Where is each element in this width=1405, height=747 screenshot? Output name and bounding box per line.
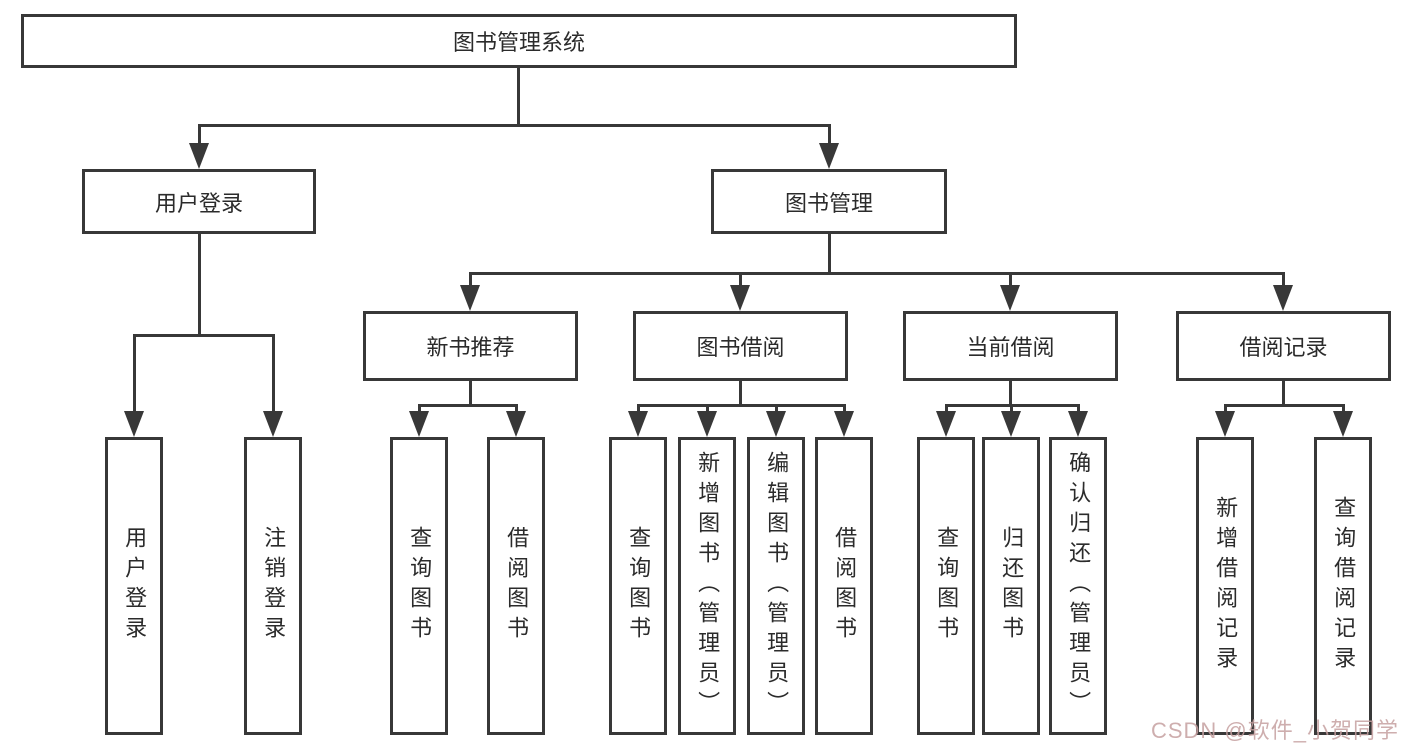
watermark: CSDN @软件_小贺同学: [1150, 718, 1399, 743]
arrowhead-down-icon: [766, 411, 786, 437]
connector-line: [1009, 272, 1012, 290]
connector-line: [1282, 272, 1285, 290]
node-query-borrow-record: 查询借阅记录: [1314, 437, 1372, 735]
connector-line: [517, 68, 520, 127]
connector-line: [133, 334, 275, 337]
connector-line: [843, 404, 846, 416]
node-logout: 注销登录: [244, 437, 302, 735]
node-add-borrow-record: 新增借阅记录: [1196, 437, 1254, 735]
arrowhead-down-icon: [189, 143, 209, 169]
connector-line: [418, 404, 518, 407]
arrowhead-down-icon: [936, 411, 956, 437]
arrowhead-down-icon: [1333, 411, 1353, 437]
connector-line: [945, 404, 948, 416]
connector-line: [469, 381, 472, 407]
connector-line: [828, 234, 831, 275]
arrowhead-down-icon: [730, 285, 750, 311]
connector-line: [469, 272, 472, 290]
node-book-management: 图书管理: [711, 169, 947, 234]
connector-line: [1077, 404, 1080, 416]
node-current-borrow: 当前借阅: [903, 311, 1118, 381]
node-edit-books-admin: 编辑图书（管理员）: [747, 437, 805, 735]
connector-line: [739, 381, 742, 407]
connector-line: [198, 234, 201, 337]
connector-line: [469, 272, 1285, 275]
connector-line: [775, 404, 778, 416]
node-borrow-books-leaf: 借阅图书: [815, 437, 873, 735]
connector-line: [706, 404, 709, 416]
connector-line: [272, 334, 275, 416]
connector-line: [1282, 381, 1285, 407]
arrowhead-down-icon: [834, 411, 854, 437]
connector-line: [1009, 381, 1012, 407]
connector-line: [637, 404, 846, 407]
node-book-management-system: 图书管理系统: [21, 14, 1017, 68]
connector-line: [198, 124, 201, 148]
connector-line: [1010, 404, 1013, 416]
node-book-borrow: 图书借阅: [633, 311, 848, 381]
arrowhead-down-icon: [506, 411, 526, 437]
node-borrow-records: 借阅记录: [1176, 311, 1391, 381]
node-new-book-recommend: 新书推荐: [363, 311, 578, 381]
arrowhead-down-icon: [1215, 411, 1235, 437]
connector-line: [1342, 404, 1345, 416]
connector-line: [637, 404, 640, 416]
node-query-books-current: 查询图书: [917, 437, 975, 735]
connector-line: [739, 272, 742, 290]
arrowhead-down-icon: [1001, 411, 1021, 437]
connector-line: [515, 404, 518, 416]
node-borrow-books-recommend: 借阅图书: [487, 437, 545, 735]
node-confirm-return-admin: 确认归还（管理员）: [1049, 437, 1107, 735]
arrowhead-down-icon: [819, 143, 839, 169]
node-query-books-borrow: 查询图书: [609, 437, 667, 735]
node-query-books-recommend: 查询图书: [390, 437, 448, 735]
arrowhead-down-icon: [1068, 411, 1088, 437]
arrowhead-down-icon: [628, 411, 648, 437]
connector-line: [198, 124, 831, 127]
arrowhead-down-icon: [1273, 285, 1293, 311]
node-return-books: 归还图书: [982, 437, 1040, 735]
arrowhead-down-icon: [697, 411, 717, 437]
node-user-login-leaf: 用户登录: [105, 437, 163, 735]
connector-line: [418, 404, 421, 416]
arrowhead-down-icon: [409, 411, 429, 437]
arrowhead-down-icon: [460, 285, 480, 311]
arrowhead-down-icon: [124, 411, 144, 437]
arrowhead-down-icon: [1000, 285, 1020, 311]
connector-line: [133, 334, 136, 416]
connector-line: [828, 124, 831, 148]
node-add-books-admin: 新增图书（管理员）: [678, 437, 736, 735]
arrowhead-down-icon: [263, 411, 283, 437]
connector-line: [1224, 404, 1227, 416]
node-user-login: 用户登录: [82, 169, 316, 234]
connector-line: [1224, 404, 1345, 407]
